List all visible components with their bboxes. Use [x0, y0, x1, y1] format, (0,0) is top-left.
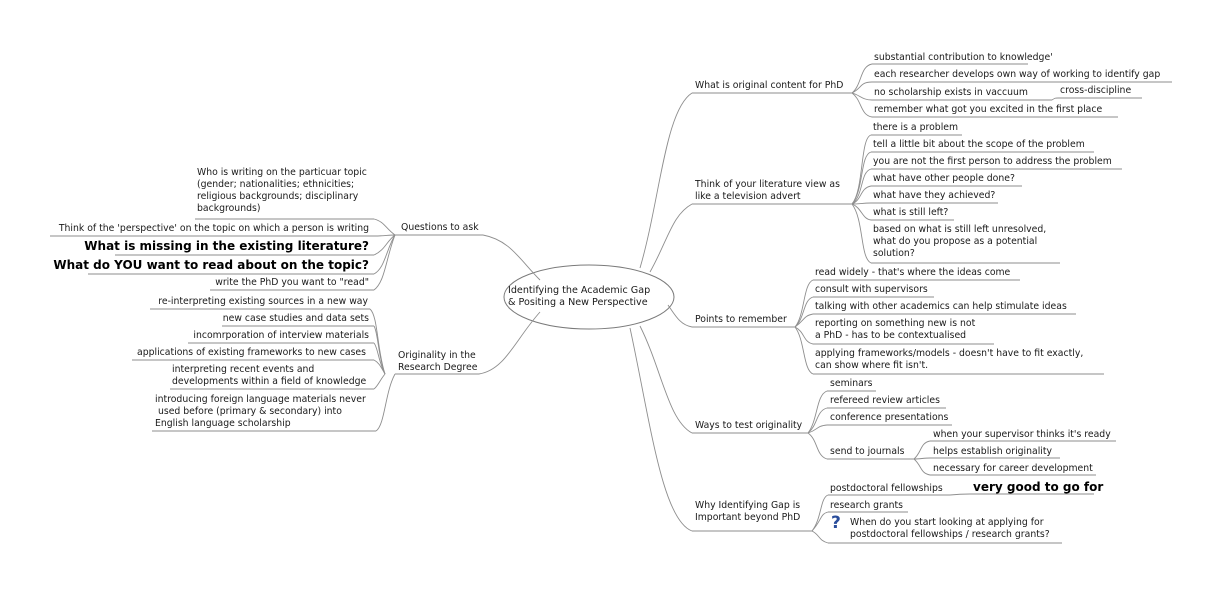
connector-line	[851, 203, 872, 264]
connector-line	[851, 63, 873, 94]
originality-item: introducing foreign language materials n…	[155, 394, 366, 429]
tv-item: what is still left?	[873, 207, 949, 218]
journals-item: when your supervisor thinks it's ready	[933, 429, 1111, 440]
connector-line	[851, 81, 873, 94]
originality-item: applications of existing frameworks to n…	[137, 347, 366, 358]
questions-item: Who is writing on the particuar topic (g…	[197, 167, 367, 214]
original-item: substantial contribution to knowledge'	[874, 52, 1053, 63]
ways-item: refereed review articles	[830, 395, 940, 406]
ways-item: send to journals	[830, 446, 905, 457]
connector-line	[373, 234, 396, 256]
connector-line	[373, 234, 396, 237]
branch-originality: Originality in the Research Degree	[398, 350, 478, 373]
connector-line	[794, 296, 814, 328]
connector-line	[913, 458, 931, 476]
why-item: When do you start looking at applying fo…	[850, 517, 1050, 540]
connector-line	[794, 326, 814, 375]
branch-questions-to-ask: Questions to ask	[401, 222, 479, 233]
connector-line	[811, 530, 829, 544]
connector-line	[851, 168, 872, 205]
tv-item: tell a little bit about the scope of the…	[873, 139, 1085, 150]
branch-line-why	[629, 327, 693, 532]
connector-line	[794, 313, 814, 328]
original-item: remember what got you excited in the fir…	[874, 104, 1103, 115]
ways-item: conference presentations	[830, 412, 949, 423]
why-item: research grants	[830, 500, 903, 511]
journals-item: helps establish originality	[933, 446, 1053, 457]
central-node-shape	[503, 264, 675, 330]
connector-line	[373, 218, 396, 236]
why-item: postdoctoral fellowships	[830, 483, 943, 494]
points-item: applying frameworks/models - doesn't hav…	[815, 348, 1084, 371]
questions-item: Think of the 'perspective' on the topic …	[58, 223, 369, 234]
original-item: each researcher develops own way of work…	[874, 69, 1161, 80]
ways-item: seminars	[830, 378, 873, 389]
points-item: talking with other academics can help st…	[815, 301, 1067, 312]
connector-line	[373, 359, 386, 375]
connector-line	[807, 390, 828, 434]
connector-line	[811, 511, 829, 532]
branch-line-tv	[649, 203, 693, 273]
tv-item: what have they achieved?	[873, 190, 996, 201]
connector-line	[851, 92, 873, 101]
branch-line-originality	[478, 311, 541, 375]
journals-item: necessary for career development	[933, 463, 1093, 474]
connector-line	[1051, 97, 1059, 101]
connector-line	[851, 151, 872, 205]
tv-item: there is a problem	[873, 122, 959, 133]
questions-item-emphasis: What do YOU want to read about on the to…	[53, 258, 369, 272]
originality-item: interpreting recent events and developme…	[172, 364, 367, 387]
connector-line	[373, 234, 396, 275]
originality-item: re-interpreting existing sources in a ne…	[158, 296, 368, 307]
tv-item: what have other people done?	[873, 173, 1015, 184]
why-subitem-emphasis: very good to go for	[973, 480, 1104, 494]
connector-line	[373, 234, 396, 291]
original-item: no scholarship exists in vaccuum	[874, 87, 1028, 98]
branch-line-original	[639, 92, 693, 269]
questions-item: write the PhD you want to "read"	[215, 277, 369, 288]
connector-line	[851, 185, 872, 205]
tv-item: you are not the first person to address …	[873, 156, 1112, 167]
points-item: read widely - that's where the ideas com…	[815, 267, 1011, 278]
connector-line	[811, 494, 829, 532]
connector-line	[807, 424, 828, 434]
branch-original-content: What is original content for PhD	[695, 80, 844, 91]
connector-line	[375, 373, 396, 432]
points-item: consult with supervisors	[815, 284, 928, 295]
branch-line-ways	[639, 325, 693, 434]
originality-item: incomrporation of interview materials	[193, 330, 369, 341]
questions-item-emphasis: What is missing in the existing literatu…	[84, 239, 369, 253]
branch-line-points	[667, 304, 693, 328]
central-topic: Identifying the Academic Gap & Positing …	[508, 285, 651, 308]
original-subitem: cross-discipline	[1060, 85, 1132, 96]
branch-points-to-remember: Points to remember	[695, 314, 787, 325]
connector-line	[913, 440, 931, 460]
connector-line	[807, 432, 828, 460]
connector-line	[851, 203, 872, 221]
connector-line	[373, 325, 386, 375]
tv-item: based on what is still left unresolved, …	[873, 224, 1047, 259]
connector-line	[373, 373, 386, 390]
branch-tv-advert: Think of your literature view as like a …	[695, 179, 840, 202]
connector-line	[949, 493, 971, 496]
branch-ways-to-test: Ways to test originality	[695, 420, 803, 431]
connector-line	[913, 457, 931, 460]
connector-line	[794, 326, 814, 345]
originality-item: new case studies and data sets	[222, 313, 369, 324]
points-item: reporting on something new is not a PhD …	[815, 318, 976, 341]
connector-line	[851, 202, 872, 205]
branch-line-questions	[482, 234, 541, 281]
question-icon: ?	[831, 513, 841, 533]
connector-line	[807, 407, 828, 434]
branch-why-gap-important: Why Identifying Gap is Important beyond …	[695, 500, 801, 523]
connector-line	[794, 279, 814, 328]
connector-line	[851, 92, 873, 118]
